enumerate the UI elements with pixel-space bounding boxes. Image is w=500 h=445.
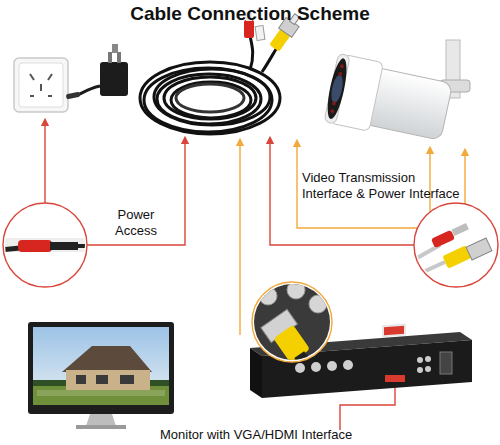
bullet-camera bbox=[323, 40, 470, 146]
monitor bbox=[28, 322, 174, 429]
cable-coil bbox=[140, 36, 280, 134]
diagram-title: Cable Connection Scheme bbox=[0, 2, 500, 26]
power-adapter bbox=[66, 44, 128, 99]
zoom-dvr-bnc bbox=[250, 280, 340, 375]
wall-outlet bbox=[14, 58, 68, 112]
zoom-power-plug bbox=[0, 203, 95, 287]
zoom-camera-connectors bbox=[410, 203, 498, 287]
annotation-label: Video Transmission Interface & Power Int… bbox=[302, 170, 462, 203]
annotation-label: Monitor with VGA/HDMI Interface bbox=[160, 427, 460, 443]
annotation-label: Power Access bbox=[105, 207, 167, 240]
